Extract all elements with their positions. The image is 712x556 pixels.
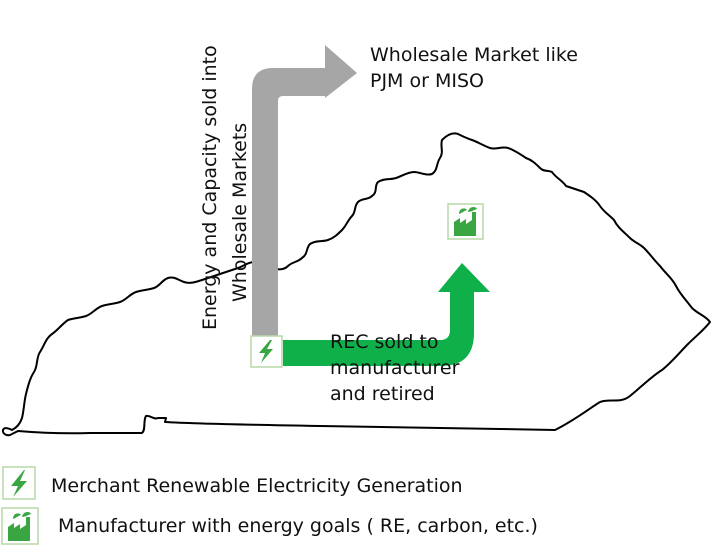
rec-label-line2: manufacturer: [330, 357, 460, 379]
rec-label-line1: REC sold to: [330, 331, 439, 353]
wholesale-label-line1: Wholesale Market like: [370, 44, 578, 66]
legend-factory-icon: [1, 507, 39, 545]
energy-label-line2: Wholesale Markets: [229, 122, 251, 302]
green-rec-arrow: [283, 263, 490, 366]
kentucky-outline: [1, 132, 711, 437]
grey-wholesale-arrow: [252, 45, 357, 340]
energy-label-line1: Energy and Capacity sold into: [199, 45, 221, 330]
legend-generation-icon: [2, 466, 36, 500]
generation-icon-on-map: [250, 335, 283, 368]
legend-generation-label: Merchant Renewable Electricity Generatio…: [51, 475, 463, 497]
wholesale-market-label: Wholesale Market like PJM or MISO: [370, 42, 630, 94]
wholesale-label-line2: PJM or MISO: [370, 70, 484, 92]
factory-icon-on-map: [447, 203, 484, 240]
legend-manufacturer-label: Manufacturer with energy goals ( RE, car…: [58, 515, 538, 537]
energy-capacity-label: Energy and Capacity sold into Wholesale …: [195, 30, 255, 330]
rec-label: REC sold to manufacturer and retired: [330, 329, 510, 407]
rec-label-line3: and retired: [330, 383, 435, 405]
